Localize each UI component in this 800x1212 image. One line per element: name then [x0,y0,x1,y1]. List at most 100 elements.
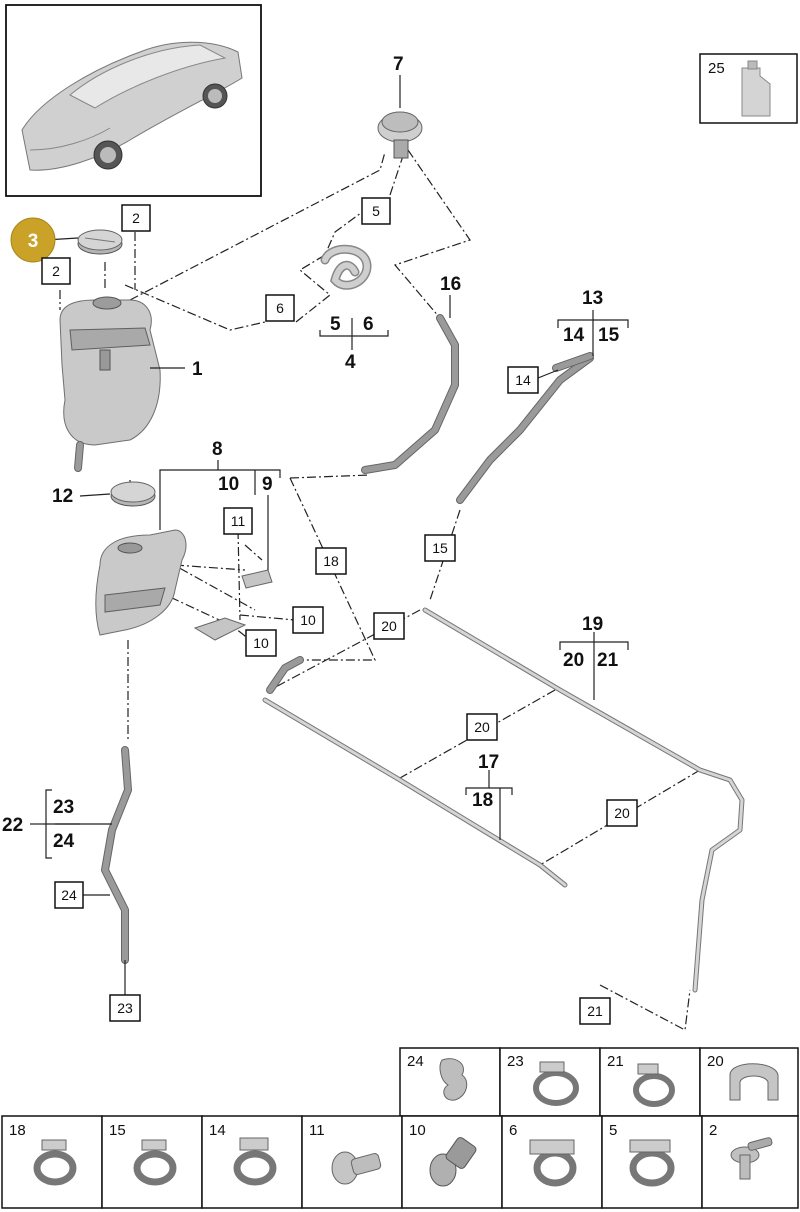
box-14[interactable]: 14 [507,366,539,394]
svg-text:5: 5 [609,1122,617,1139]
svg-text:2: 2 [132,210,140,226]
highlighted-callout-3[interactable] [10,217,56,263]
callout-6: 6 [363,314,374,335]
box-10-right[interactable]: 10 [292,606,324,634]
svg-text:14: 14 [209,1122,226,1139]
svg-text:2: 2 [709,1122,717,1139]
svg-text:10: 10 [253,635,269,651]
svg-text:15: 15 [432,540,448,556]
part-22-hose [101,746,132,964]
callout-4: 4 [345,352,356,373]
boxed-labels: 2 2 5 6 14 11 18 15 [41,197,638,1025]
callout-14: 14 [563,325,585,346]
svg-text:23: 23 [117,1000,133,1016]
legend-cell-11[interactable]: 11 [301,1115,403,1209]
leader-lines [30,75,629,995]
svg-text:15: 15 [109,1122,126,1139]
part-4-hose-assembly [320,244,372,290]
legend-cell-14[interactable]: 14 [201,1115,303,1209]
part-12-reservoir-cap [110,481,156,507]
callout-18: 18 [472,790,493,811]
legend-cell-18[interactable]: 18 [1,1115,103,1209]
part-7-valve [377,111,423,159]
svg-text:5: 5 [372,203,380,219]
svg-text:18: 18 [323,553,339,569]
callout-5: 5 [330,314,341,335]
callout-13: 13 [582,288,603,309]
part-1-expansion-tank [59,296,161,472]
vehicle-thumbnail [5,4,262,197]
callout-17: 17 [478,752,499,773]
box-10-lower[interactable]: 10 [245,629,277,657]
svg-text:10: 10 [409,1122,426,1139]
callout-23: 23 [53,797,74,818]
callout-21: 21 [597,650,619,671]
callout-8: 8 [212,439,223,460]
part-8-reservoir [95,529,187,636]
svg-text:6: 6 [276,300,284,316]
svg-text:20: 20 [614,805,630,821]
callout-1: 1 [192,359,203,380]
svg-text:24: 24 [61,887,77,903]
callout-20: 20 [563,650,584,671]
callout-19: 19 [582,614,603,635]
svg-text:23: 23 [507,1053,524,1070]
callout-22: 22 [2,815,23,836]
callout-16: 16 [440,274,461,295]
part-16-hose [361,314,459,474]
callout-labels: 3 1 7 5 6 4 16 13 14 15 8 10 9 12 19 20 … [2,54,620,852]
svg-text:2: 2 [52,263,60,279]
callout-24: 24 [53,831,75,852]
part-10-bracket [193,569,273,641]
callout-10: 10 [218,474,239,495]
box-2-top[interactable]: 2 [121,204,151,232]
svg-text:6: 6 [509,1122,517,1139]
legend-cell-24[interactable]: 24 [399,1047,501,1117]
legend-cell-2[interactable]: 2 [701,1115,799,1209]
callout-9: 9 [262,474,273,495]
svg-text:20: 20 [707,1053,724,1070]
box-23[interactable]: 23 [109,994,141,1022]
part-25-fluid-bottle: 25 [699,53,798,124]
svg-text:10: 10 [300,612,316,628]
legend-cell-10[interactable]: 10 [401,1115,503,1209]
box-5[interactable]: 5 [361,197,391,225]
box-25-label: 25 [708,60,725,77]
box-2-left[interactable]: 2 [41,257,71,285]
legend-cell-23[interactable]: 23 [499,1047,601,1117]
callout-12: 12 [52,486,73,507]
box-21[interactable]: 21 [579,997,611,1025]
box-11[interactable]: 11 [223,507,253,535]
svg-text:24: 24 [407,1053,424,1070]
legend-cell-21[interactable]: 21 [599,1047,701,1117]
svg-text:11: 11 [231,513,246,529]
legend-cell-5[interactable]: 5 [601,1115,703,1209]
box-24[interactable]: 24 [54,881,84,909]
part-3-tank-cap [77,229,123,255]
svg-text:18: 18 [9,1122,26,1139]
svg-text:20: 20 [474,719,490,735]
part-17-pipe [262,656,568,888]
box-20-upper[interactable]: 20 [373,612,405,640]
legend-cell-6[interactable]: 6 [501,1115,603,1209]
box-6[interactable]: 6 [265,294,295,322]
callout-7: 7 [393,54,404,75]
callout-3: 3 [28,231,39,252]
svg-text:21: 21 [607,1053,624,1070]
box-18[interactable]: 18 [315,547,347,575]
svg-text:14: 14 [515,372,531,388]
svg-text:11: 11 [309,1122,325,1139]
part-19-pipe [422,607,745,993]
box-20-lower[interactable]: 20 [606,799,638,827]
box-20-middle[interactable]: 20 [466,713,498,741]
legend-cell-20[interactable]: 20 [699,1047,799,1117]
box-15[interactable]: 15 [424,534,456,562]
svg-text:20: 20 [381,618,397,634]
legend-bottom-row: 18 15 14 11 10 [1,1115,799,1209]
svg-text:21: 21 [587,1003,603,1019]
part-13-hose [456,352,594,504]
legend-cell-15[interactable]: 15 [101,1115,203,1209]
callout-15: 15 [598,325,620,346]
legend-top-row: 24 23 21 20 [399,1047,799,1117]
